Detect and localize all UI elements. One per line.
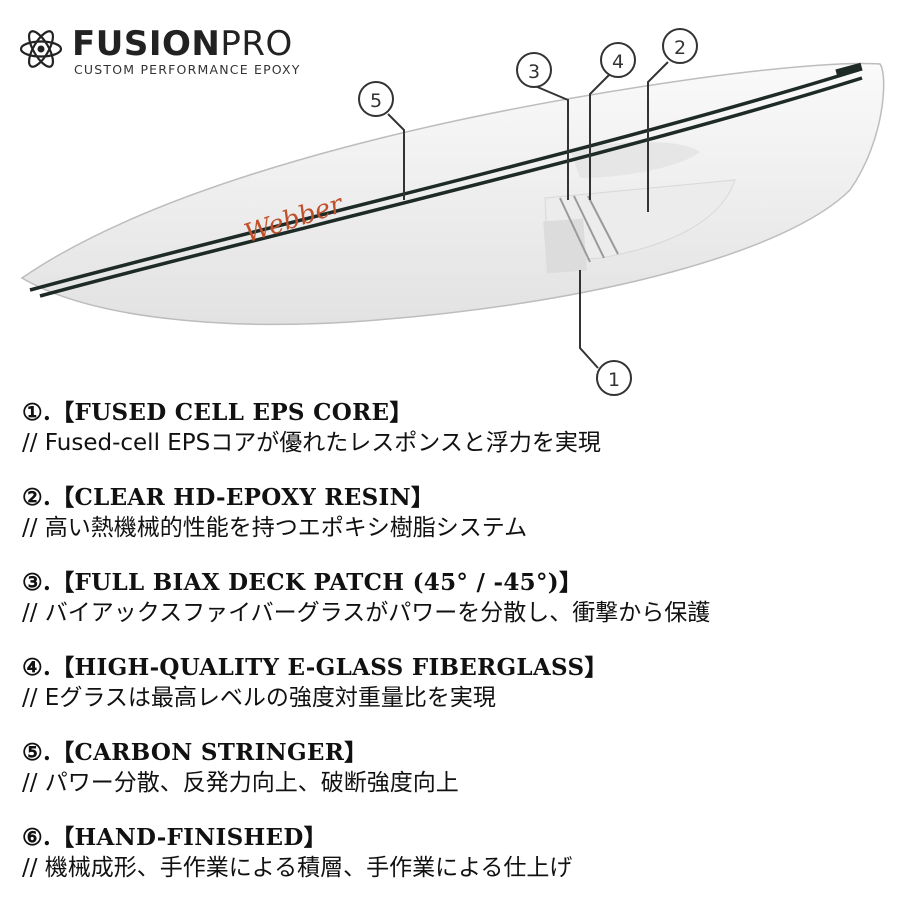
callout-badge-4: 4: [600, 42, 636, 78]
feature-title: ④.【HIGH-QUALITY E-GLASS FIBERGLASS】: [22, 654, 608, 681]
callout-badge-5: 5: [358, 81, 394, 117]
callout-leaders: [387, 61, 669, 369]
feature-item: ⑥.【HAND-FINISHED】 // 機械成形、手作業による積層、手作業によ…: [22, 823, 892, 908]
feature-description: // 高い熱機械的性能を持つエポキシ樹脂システム: [22, 515, 528, 541]
feature-description: // Eグラスは最高レベルの強度対重量比を実現: [22, 685, 496, 711]
feature-item: ②.【CLEAR HD-EPOXY RESIN】 // 高い熱機械的性能を持つエ…: [22, 483, 892, 568]
brand-header: FUSIONPRO CUSTOM PERFORMANCE EPOXY: [18, 22, 378, 82]
patch-line: [587, 195, 619, 255]
feature-title: ⑥.【HAND-FINISHED】: [22, 824, 327, 851]
feature-description: // Fused-cell EPSコアが優れたレスポンスと浮力を実現: [22, 430, 601, 456]
surfboard-diagram: Webber 5 3 4 2 1: [20, 28, 885, 396]
feature-title: ①.【FUSED CELL EPS CORE】: [22, 399, 413, 426]
feature-title: ②.【CLEAR HD-EPOXY RESIN】: [22, 484, 435, 511]
callout-badge-1: 1: [596, 360, 632, 396]
patch-line: [573, 195, 605, 259]
brand-secondary: PRO: [220, 24, 293, 64]
feature-description: // 機械成形、手作業による積層、手作業による仕上げ: [22, 855, 573, 881]
feature-description: // バイアックスファイバーグラスがパワーを分散し、衝撃から保護: [22, 600, 711, 626]
feature-item: ③.【FULL BIAX DECK PATCH (45° / -45°)】 //…: [22, 568, 892, 653]
feature-title: ⑤.【CARBON STRINGER】: [22, 739, 368, 766]
svg-text:4: 4: [612, 51, 624, 73]
feature-item: ①.【FUSED CELL EPS CORE】 // Fused-cell EP…: [22, 398, 892, 483]
carbon-stringer: [39, 76, 863, 298]
deck-patch-area: [544, 179, 736, 263]
biax-patch: [543, 218, 587, 274]
feature-list: ①.【FUSED CELL EPS CORE】 // Fused-cell EP…: [22, 398, 892, 908]
svg-text:2: 2: [674, 37, 686, 59]
feature-title: ③.【FULL BIAX DECK PATCH (45° / -45°)】: [22, 569, 583, 596]
svg-text:3: 3: [528, 61, 540, 83]
brand-logo-text: FUSIONPRO: [72, 24, 293, 64]
svg-text:1: 1: [608, 369, 620, 391]
svg-text:5: 5: [370, 90, 382, 112]
brand-primary: FUSION: [72, 24, 221, 64]
feature-description: // パワー分散、反発力向上、破断強度向上: [22, 770, 459, 796]
tail-mark: [835, 62, 863, 78]
brand-tagline: CUSTOM PERFORMANCE EPOXY: [74, 62, 301, 77]
patch-line: [559, 197, 591, 263]
surfboard-body: [20, 62, 885, 326]
feature-item: ④.【HIGH-QUALITY E-GLASS FIBERGLASS】 // E…: [22, 653, 892, 738]
carbon-stringer: [29, 68, 859, 292]
callout-badge-2: 2: [662, 28, 698, 64]
atom-icon: [19, 30, 63, 68]
callout-badge-3: 3: [516, 52, 552, 88]
feature-item: ⑤.【CARBON STRINGER】 // パワー分散、反発力向上、破断強度向…: [22, 738, 892, 823]
